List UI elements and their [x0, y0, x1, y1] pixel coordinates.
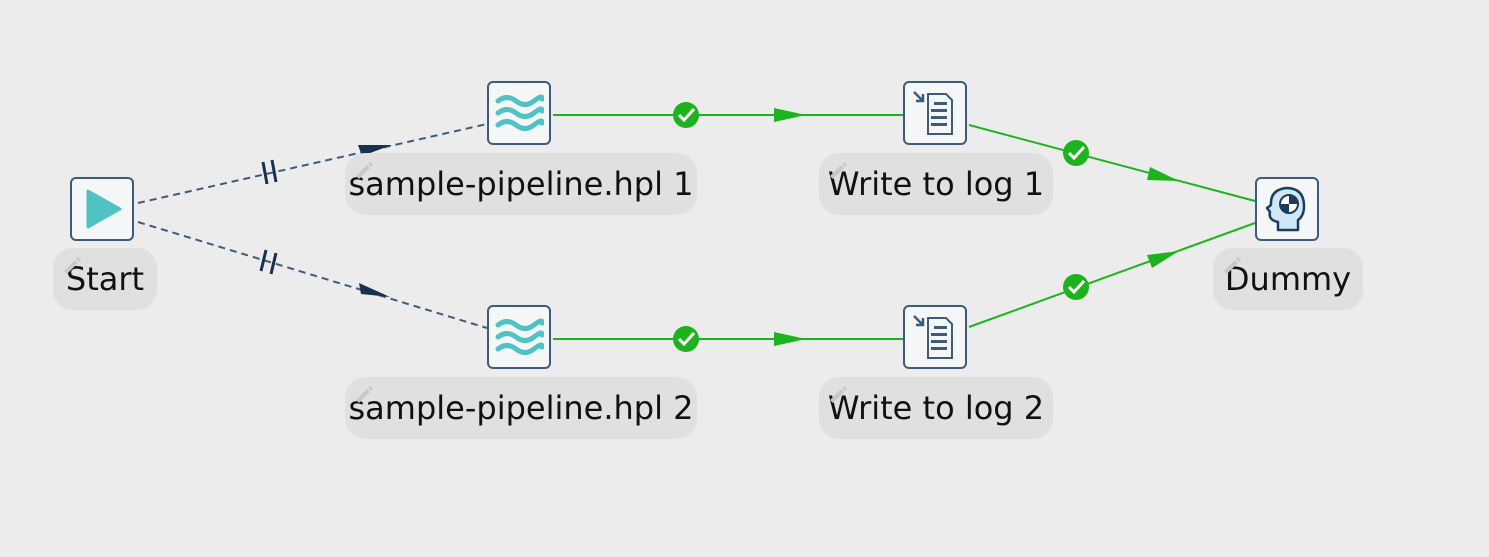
action-dummy-label-box[interactable]: Dummy	[1213, 248, 1363, 310]
arrow-head-icon	[359, 283, 390, 297]
action-pipeline2-label-box[interactable]: sample-pipeline.hpl 2	[345, 377, 697, 439]
action-log2-node[interactable]	[903, 305, 967, 369]
hop-pipeline2-to-log2[interactable]	[553, 326, 903, 352]
success-check-icon	[1063, 140, 1089, 166]
pencil-icon	[830, 162, 847, 179]
action-dummy-node[interactable]	[1255, 177, 1319, 241]
hop-pipeline1-to-log1[interactable]	[553, 102, 903, 128]
action-label: Dummy	[1224, 260, 1352, 298]
hop-log2-to-dummy[interactable]	[968, 222, 1256, 328]
action-pipeline2-node[interactable]	[487, 305, 551, 369]
action-pipeline1-node[interactable]	[487, 81, 551, 145]
write-to-log-icon	[913, 91, 953, 135]
action-label: sample-pipeline.hpl 2	[348, 389, 694, 427]
pencil-icon	[830, 386, 847, 403]
pencil-icon	[356, 162, 373, 179]
hop-log1-to-dummy[interactable]	[968, 124, 1256, 202]
write-to-log-icon	[913, 315, 953, 359]
action-start-node[interactable]	[70, 177, 134, 241]
dummy-head-icon	[1265, 186, 1306, 232]
action-log1-label-box[interactable]: Write to log 1	[819, 153, 1053, 215]
hop-start-to-pipeline2[interactable]	[137, 221, 488, 329]
pencil-icon	[64, 257, 81, 274]
action-label: Write to log 1	[827, 165, 1045, 203]
pencil-icon	[1224, 257, 1241, 274]
arrow-head-icon	[1147, 167, 1179, 181]
pipeline-waves-icon	[495, 94, 544, 131]
success-check-icon	[673, 326, 699, 352]
arrow-head-icon	[774, 108, 806, 122]
pipeline-waves-icon	[495, 318, 544, 355]
action-log1-node[interactable]	[903, 81, 967, 145]
pencil-icon	[356, 386, 373, 403]
start-play-icon	[86, 189, 122, 229]
parallel-marker-icon	[261, 159, 278, 185]
action-label: Write to log 2	[827, 389, 1045, 427]
parallel-marker-icon	[259, 249, 278, 275]
success-check-icon	[673, 102, 699, 128]
action-label: sample-pipeline.hpl 1	[348, 165, 694, 203]
action-label: Start	[65, 260, 145, 298]
arrow-head-icon	[1147, 251, 1179, 268]
action-log2-label-box[interactable]: Write to log 2	[819, 377, 1053, 439]
action-start-label-box[interactable]: Start	[53, 248, 157, 310]
action-pipeline1-label-box[interactable]: sample-pipeline.hpl 1	[345, 153, 697, 215]
success-check-icon	[1063, 274, 1089, 300]
arrow-head-icon	[774, 332, 806, 346]
